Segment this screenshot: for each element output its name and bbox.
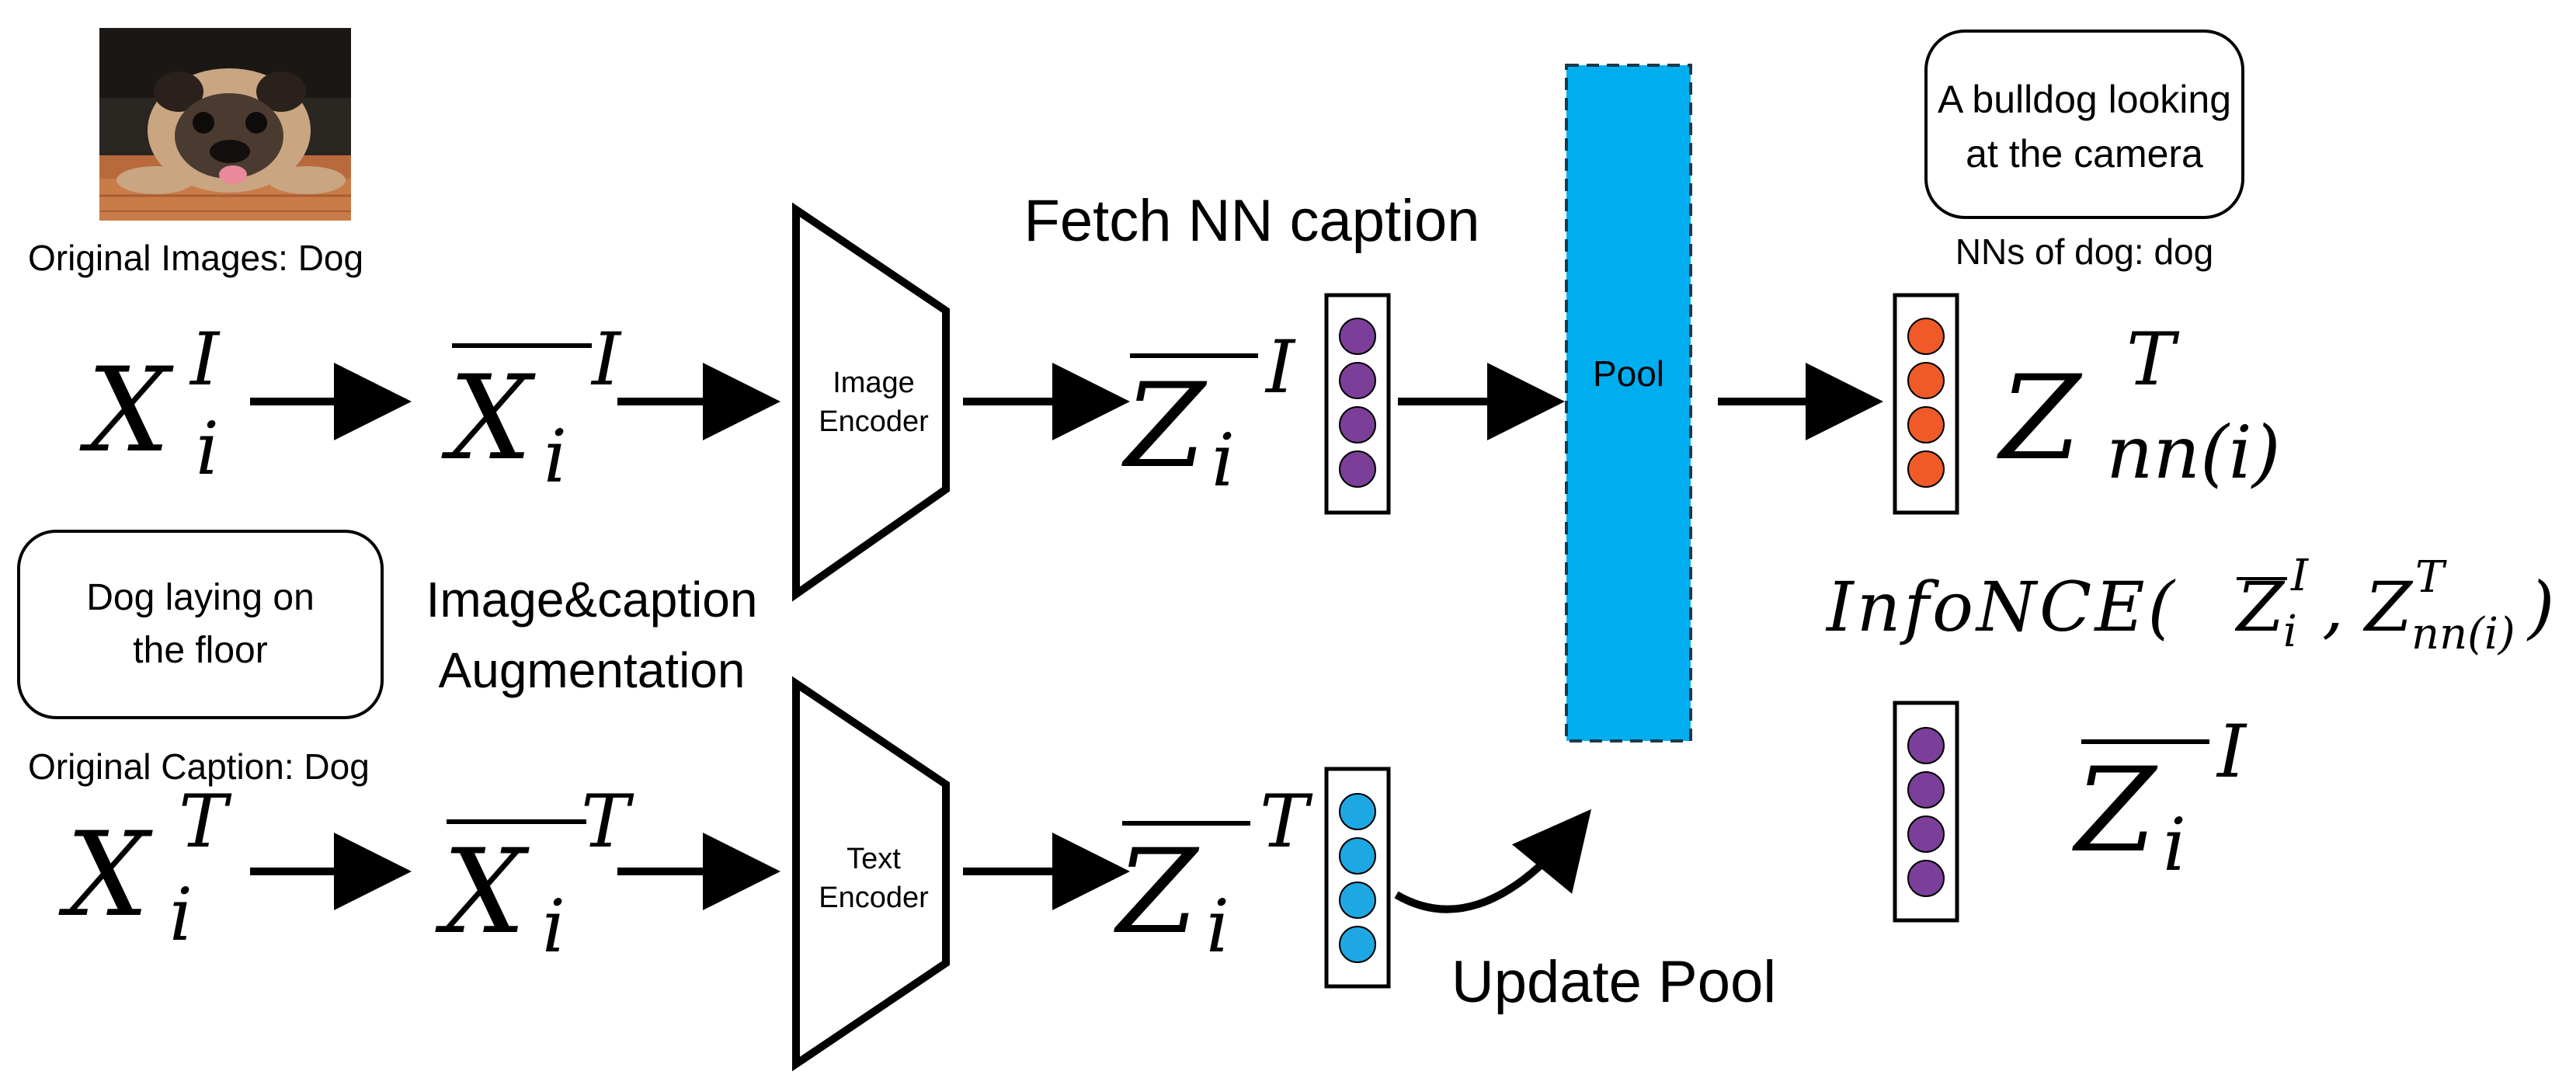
image-encoder-label-line1: Image [833,367,915,399]
text-z-symbol: Z T i [1114,780,1313,969]
image-encoder [792,202,950,602]
anchor-z-symbol: Z I i [2072,710,2247,888]
image-embedding-dot [1339,318,1376,355]
image-z-symbol: Z I i [1121,325,1296,503]
svg-text:nn(i): nn(i) [2411,609,2515,659]
svg-text:i: i [544,415,567,499]
nn-z-symbol: Z T nn(i) [1997,318,2281,496]
svg-text:InfoNCE(: InfoNCE( [1825,567,2178,647]
anchor-embedding-dot [1907,860,1945,897]
svg-text:T: T [179,780,232,864]
svg-text:i: i [169,873,193,958]
text-embedding-dot [1339,882,1376,919]
svg-text:T: T [581,780,634,864]
augmentation-label-line1: Image&caption [426,572,758,628]
svg-text:Z: Z [2072,743,2158,878]
augmentation-label-line2: Augmentation [439,642,746,698]
nn-caption-line1: A bulldog looking [1938,78,2231,121]
svg-text:T: T [2126,318,2180,402]
nn-caption-label: NNs of dog: dog [1955,231,2213,272]
svg-text:Z: Z [2234,567,2286,647]
input-caption-label: Original Caption: Dog [28,746,370,787]
svg-text:i: i [2283,607,2297,657]
input-caption-line2: the floor [133,630,267,671]
text-encoder-label-line1: Text [846,843,901,875]
svg-text:X: X [79,343,174,478]
image-embedding-dot [1339,406,1376,443]
anchor-embedding-dot [1907,771,1945,809]
svg-text:): ) [2526,567,2554,647]
pool-box [1565,64,1692,742]
image-encoder-label-line2: Encoder [819,405,929,438]
svg-text:X: X [435,825,530,960]
text-x-symbol: X T i [58,780,232,958]
pug-photo [99,28,351,221]
image-xbar-symbol: X I i [441,318,622,499]
svg-text:i: i [2163,803,2186,888]
svg-text:Z: Z [2362,567,2414,647]
svg-text:nn(i): nn(i) [2106,411,2281,496]
svg-text:i: i [1206,885,1229,969]
image-embedding-dot [1339,450,1376,488]
svg-text:I: I [1264,325,1296,410]
infonce-loss: InfoNCE( Z I i , Z T nn(i) ) [1825,551,2554,659]
svg-text:X: X [441,351,536,486]
nn-caption-line2: at the camera [1966,132,2203,176]
svg-text:i: i [1212,419,1235,503]
svg-text:I: I [2290,551,2310,601]
anchor-embedding-dot [1907,727,1945,764]
svg-text:X: X [58,808,153,943]
image-x-symbol: X I i [79,318,221,492]
input-caption-line1: Dog laying on [86,577,315,618]
nn-embedding-dot [1907,318,1945,355]
svg-text:Z: Z [1121,359,1208,494]
svg-text:I: I [2216,710,2247,795]
svg-text:Z: Z [1997,351,2083,486]
nn-caption-box [1924,30,2244,219]
svg-text:i: i [196,407,219,492]
svg-text:i: i [542,885,565,969]
svg-text:,: , [2322,567,2344,647]
fetch-nn-caption-label: Fetch NN caption [1024,188,1479,254]
text-embedding-dot [1339,926,1376,963]
pool-label: Pool [1593,353,1664,394]
text-embedding-dot [1339,793,1376,830]
text-embedding-dot [1339,837,1376,875]
nn-embedding-dot [1907,362,1945,399]
svg-text:T: T [2415,552,2447,603]
text-xbar-symbol: X T i [435,780,634,969]
nn-embedding-dot [1907,406,1945,443]
svg-text:T: T [1260,780,1313,864]
update-pool-arrow [1394,809,1592,913]
input-caption-box [17,530,384,719]
svg-text:I: I [189,318,221,402]
photo-caption: Original Images: Dog [28,238,363,278]
svg-text:Z: Z [1114,825,1200,960]
nn-embedding-dot [1907,450,1945,488]
update-pool-label: Update Pool [1451,949,1776,1015]
text-encoder [792,676,950,1072]
text-encoder-label-line2: Encoder [819,882,929,914]
svg-text:I: I [590,318,622,402]
anchor-embedding-dot [1907,815,1945,853]
image-embedding-dot [1339,362,1376,399]
